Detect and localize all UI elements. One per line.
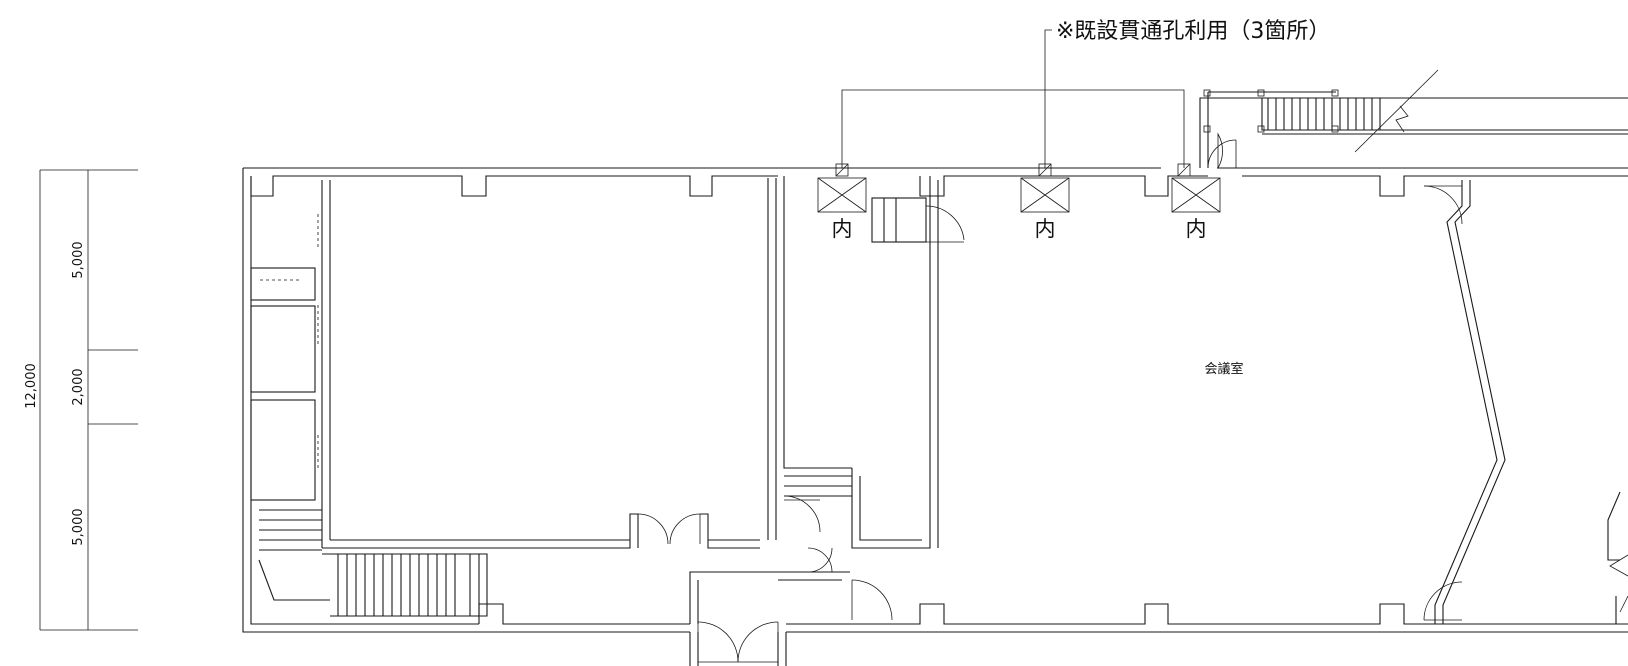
left-staircase <box>258 509 488 617</box>
indoor-unit: 内 <box>1020 163 1070 241</box>
indoor-unit: 内 <box>1171 163 1221 241</box>
indoor-unit-label: 内 <box>1186 217 1207 241</box>
indoor-unit: 内 <box>817 163 867 241</box>
entrance-vestibule <box>689 571 850 666</box>
dimension-segment-label: 5,000 <box>71 508 86 545</box>
refrigerant-piping: ※既設貫通孔利用（3箇所） <box>841 19 1330 168</box>
room-label: 会議室 <box>1204 361 1243 377</box>
dimension-chain: 12,000 5,000 2,000 5,000 <box>24 169 138 631</box>
annotation-note: ※既設貫通孔利用（3箇所） <box>1056 19 1330 44</box>
exterior-stair <box>1199 69 1628 169</box>
indoor-unit-label: 内 <box>832 217 853 241</box>
indoor-unit-label: 内 <box>1035 217 1056 241</box>
corridor <box>783 176 965 621</box>
meeting-room: 会議室 <box>1204 180 1628 625</box>
dimension-total-label: 12,000 <box>24 363 39 409</box>
dimension-segment-label: 5,000 <box>71 241 86 278</box>
building-outer-wall <box>242 167 1628 633</box>
left-room-partitions <box>250 178 777 549</box>
door-swing <box>637 513 701 545</box>
dimension-segment-label: 2,000 <box>71 368 86 405</box>
